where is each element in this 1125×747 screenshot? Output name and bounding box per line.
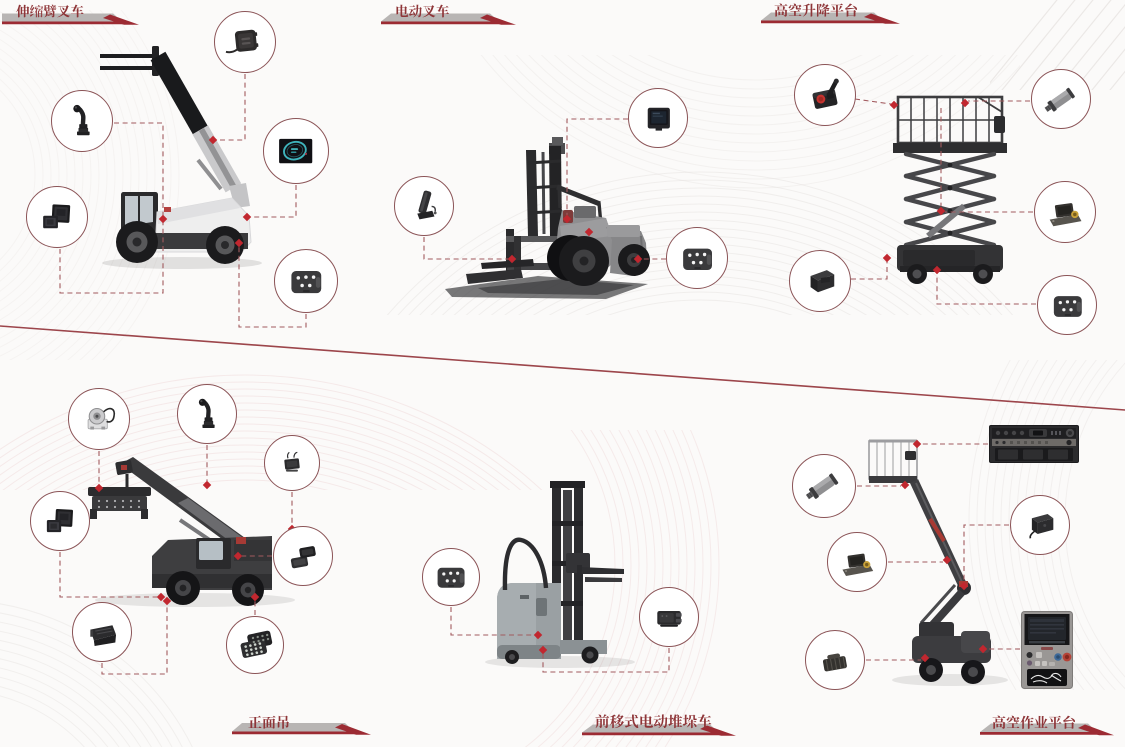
joystick-icon (73, 104, 90, 136)
reach-stacker-banner: 正面吊 (228, 710, 378, 740)
component-module-pair (273, 526, 333, 586)
tilt-lever-icon (416, 190, 437, 219)
vehicle-reach-truck (485, 481, 635, 668)
component-rotary-encoder (68, 388, 130, 450)
component-joystick-control-box (794, 64, 856, 126)
reach-electric-stacker-banner-art (582, 714, 736, 736)
compact-display-icon (647, 107, 670, 131)
linear-actuator-icon (805, 473, 839, 500)
component-connector-module (639, 587, 699, 647)
vehicle-controller-icon (291, 271, 322, 294)
machine-controller-icon (89, 624, 116, 646)
dual-display-icon (42, 204, 70, 229)
component-compact-display (628, 88, 688, 148)
vehicle-scissor-lift (893, 95, 1007, 284)
display-control-box-icon (1021, 611, 1073, 689)
vehicle-electric-forklift (445, 137, 650, 299)
component-control-cube (1010, 495, 1070, 555)
component-sensor-box (264, 435, 320, 491)
module-pair-icon (290, 545, 316, 568)
control-module-icon (810, 269, 835, 293)
component-dual-display (26, 186, 88, 248)
sensor-box-icon (284, 451, 300, 472)
reach-electric-stacker-banner: 前移式电动堆垛车 (578, 709, 746, 739)
tilt-sensor-module-icon (1049, 202, 1082, 227)
electric-forklift-banner: 电动叉车 (378, 2, 528, 32)
component-control-module (789, 250, 851, 312)
electric-forklift-banner-label: 电动叉车 (395, 3, 450, 17)
component-round-gauge-display (263, 118, 329, 184)
vehicle-controller-icon (1053, 295, 1082, 317)
aerial-lifting-platform-banner: 高空升降平台 (757, 1, 907, 31)
dual-display-icon (46, 508, 73, 532)
telescopic-forklift-banner-label: 伸缩臂叉车 (16, 3, 85, 17)
reach-stacker-banner-art (232, 715, 371, 735)
component-tilt-sensor-module-2 (827, 532, 887, 592)
component-machine-controller (72, 602, 132, 662)
aerial-lifting-platform-banner-label: 高空升降平台 (774, 1, 859, 15)
joystick-control-box-icon (812, 78, 839, 109)
component-display-control-box (1021, 611, 1073, 689)
component-ribbed-module (805, 630, 865, 690)
vehicle-reach-stacker (88, 457, 295, 607)
telescopic-forklift-banner: 伸缩臂叉车 (0, 1, 150, 31)
vehicle-boom-lift (868, 439, 1008, 686)
ribbed-module-icon (822, 653, 847, 671)
component-boom-joystick (51, 90, 113, 152)
vehicle-controller-icon (682, 248, 712, 270)
reach-electric-stacker-banner-label: 前移式电动堆垛车 (595, 712, 713, 727)
telescopic-forklift-banner-art (2, 4, 139, 25)
component-membrane-keypad (226, 616, 284, 674)
rotary-encoder-icon (87, 407, 115, 430)
component-telematics-unit (214, 11, 276, 73)
round-gauge-display-icon (279, 139, 313, 164)
reach-stacker-banner-label: 正面吊 (248, 714, 291, 728)
component-tilt-sensor-module-1 (1034, 181, 1096, 243)
component-linear-actuator-1 (1031, 69, 1091, 129)
aerial-work-platform-banner-art (980, 715, 1114, 736)
component-vehicle-controller-2 (666, 227, 728, 289)
telematics-unit-icon (225, 29, 259, 53)
component-vehicle-controller-1 (274, 249, 338, 313)
component-vehicle-controller-4 (422, 548, 480, 606)
vehicle-telehandler (100, 46, 262, 269)
aerial-work-platform-banner: 高空作业平台 (976, 710, 1125, 740)
tilt-sensor-module-icon (841, 553, 873, 576)
component-ground-control-panel (989, 425, 1079, 463)
component-tilt-lever (394, 176, 454, 236)
connector-module-icon (656, 610, 682, 627)
divider-line (0, 325, 1125, 411)
electric-forklift-banner-art (381, 4, 516, 25)
vehicle-controller-icon (437, 568, 465, 589)
ground-control-panel-icon (989, 425, 1079, 463)
component-dual-display-2 (30, 491, 90, 551)
component-vehicle-controller-3 (1037, 275, 1097, 335)
component-linear-actuator-2 (792, 454, 856, 518)
membrane-keypad-icon (240, 631, 273, 659)
aerial-lifting-platform-banner-art (761, 3, 900, 24)
control-cube-icon (1028, 513, 1053, 539)
aerial-work-platform-banner-label: 高空作业平台 (992, 714, 1077, 728)
joystick-icon (198, 398, 215, 428)
component-crane-joystick (177, 384, 237, 444)
linear-actuator-icon (1044, 87, 1075, 112)
